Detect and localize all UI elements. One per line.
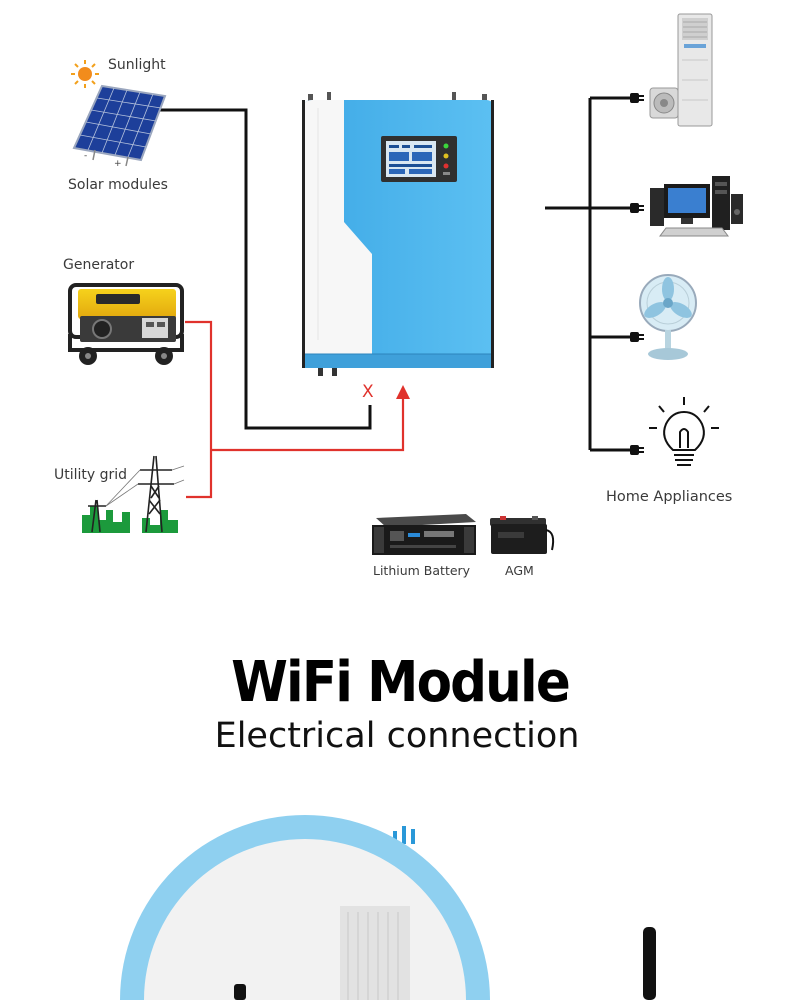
svg-text:+: + bbox=[114, 159, 122, 169]
section-subtitle: Electrical connection bbox=[214, 716, 580, 756]
agm-label: AGM bbox=[505, 563, 534, 578]
lithium-battery bbox=[372, 514, 476, 555]
inverter bbox=[302, 92, 494, 376]
solar-panel: - + bbox=[72, 84, 167, 169]
plugs bbox=[630, 93, 644, 455]
section-title: WiFi Module bbox=[231, 650, 571, 715]
dc-wires bbox=[155, 96, 632, 452]
wifi-module-preview bbox=[120, 815, 490, 1000]
air-conditioner-icon bbox=[649, 13, 713, 127]
lcd-display bbox=[381, 136, 457, 182]
computer-icon bbox=[650, 176, 743, 237]
ac-input-arrow bbox=[396, 385, 410, 399]
generator-label: Generator bbox=[63, 257, 135, 273]
solar-wire bbox=[155, 108, 372, 430]
sun-icon bbox=[71, 60, 99, 88]
lithium-battery-label: Lithium Battery bbox=[373, 563, 471, 578]
solar-modules-label: Solar modules bbox=[68, 177, 168, 193]
utility-grid bbox=[82, 455, 185, 533]
light-bulb-icon bbox=[649, 397, 719, 466]
ac-wires bbox=[185, 320, 405, 499]
generator-wire bbox=[185, 320, 213, 499]
fan-icon bbox=[639, 274, 697, 360]
blocked-input-mark: X bbox=[362, 382, 374, 402]
antenna bbox=[643, 927, 656, 1000]
generator bbox=[68, 283, 184, 365]
agm-battery bbox=[490, 516, 555, 554]
signal-bars-icon bbox=[393, 826, 415, 844]
svg-text:-: - bbox=[84, 151, 87, 161]
home-appliances-label: Home Appliances bbox=[606, 489, 733, 505]
utility-grid-label: Utility grid bbox=[54, 467, 128, 483]
sunlight-label: Sunlight bbox=[108, 57, 166, 73]
grid-wire bbox=[211, 398, 405, 452]
